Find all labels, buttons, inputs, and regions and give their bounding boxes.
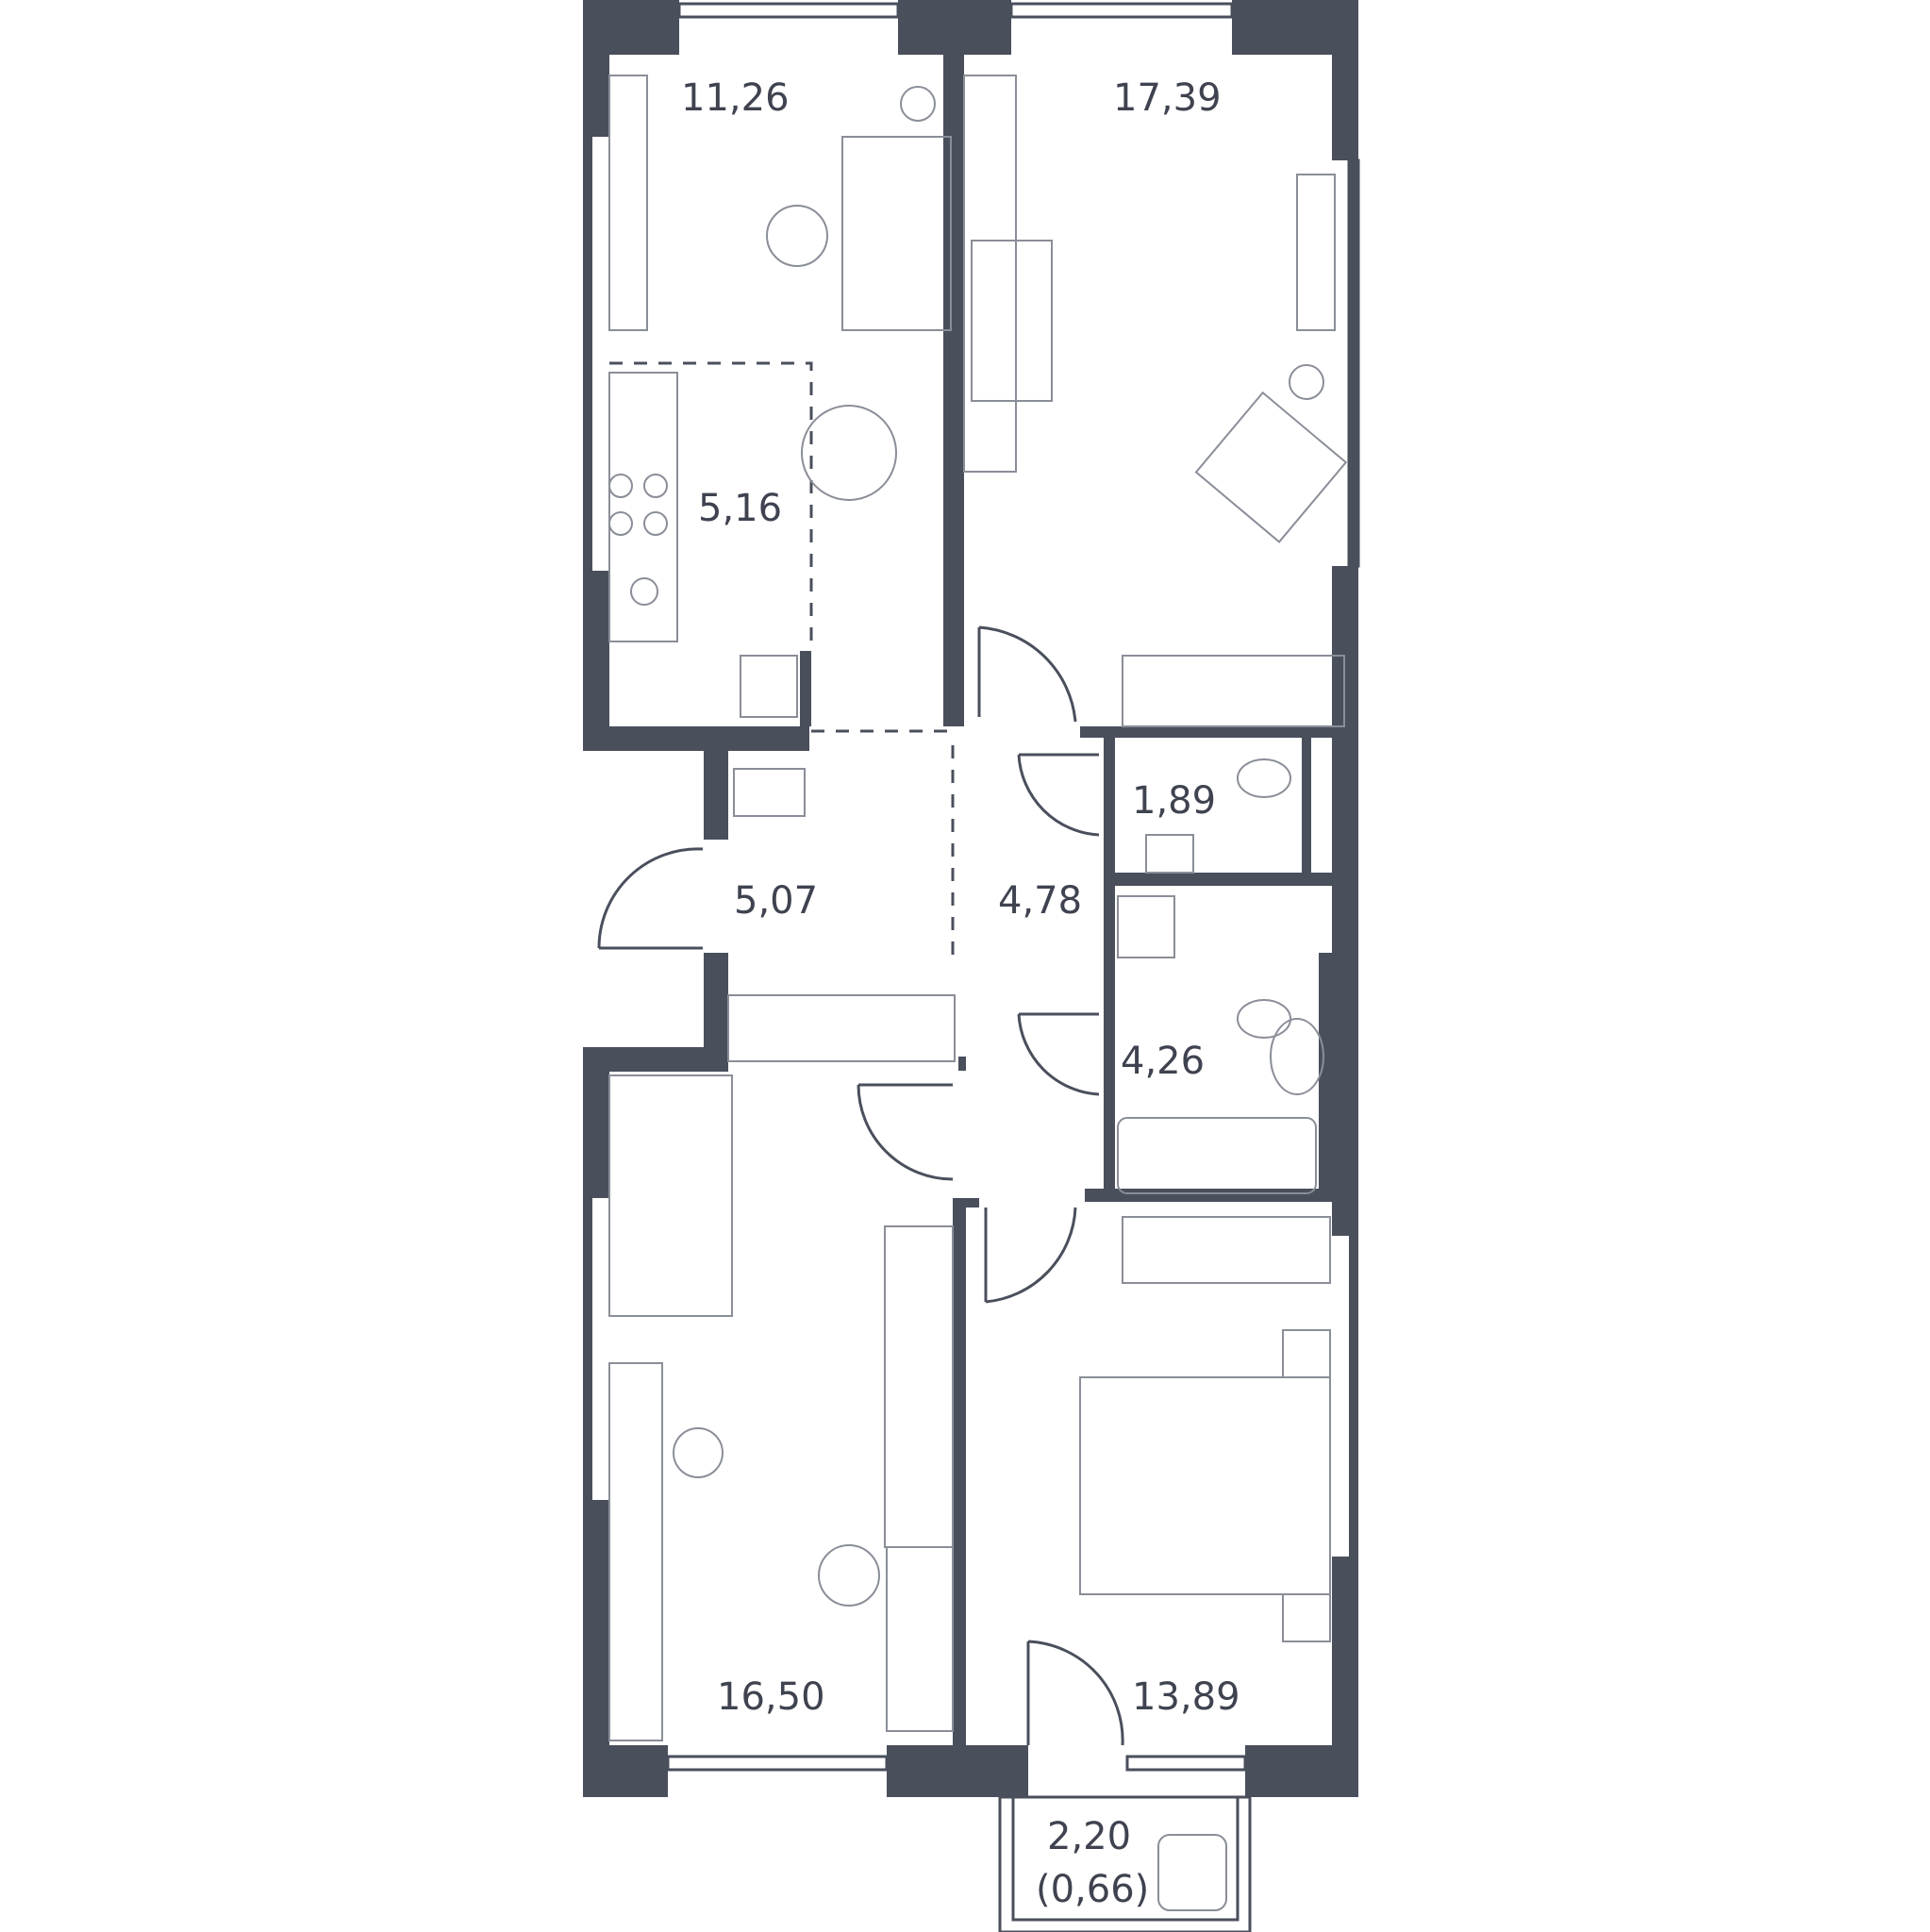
area-label-balcony-reduced: (0,66) [1036, 1868, 1149, 1911]
area-label-balcony: 2,20 [1047, 1815, 1131, 1858]
walls [583, 0, 1358, 1797]
area-labels: 11,26 17,39 5,16 1,89 5,07 4,78 4,26 16,… [681, 76, 1240, 1911]
area-label-wc: 1,89 [1132, 779, 1216, 823]
area-label-entry: 5,07 [734, 879, 818, 923]
area-label-hall: 4,78 [998, 879, 1082, 923]
area-label-bedroom-ne: 17,39 [1113, 76, 1222, 120]
area-label-kitchen: 5,16 [698, 487, 782, 530]
area-label-bathroom: 4,26 [1121, 1040, 1205, 1083]
area-label-living: 11,26 [681, 76, 790, 120]
windows [666, 2, 1360, 1772]
area-label-bedroom-sw: 16,50 [717, 1675, 825, 1719]
area-label-bedroom-se: 13,89 [1132, 1675, 1240, 1719]
furniture [608, 75, 1348, 1911]
zone-dividers [609, 361, 955, 962]
doors [597, 625, 1124, 1746]
balcony-outline [998, 1795, 1252, 1932]
